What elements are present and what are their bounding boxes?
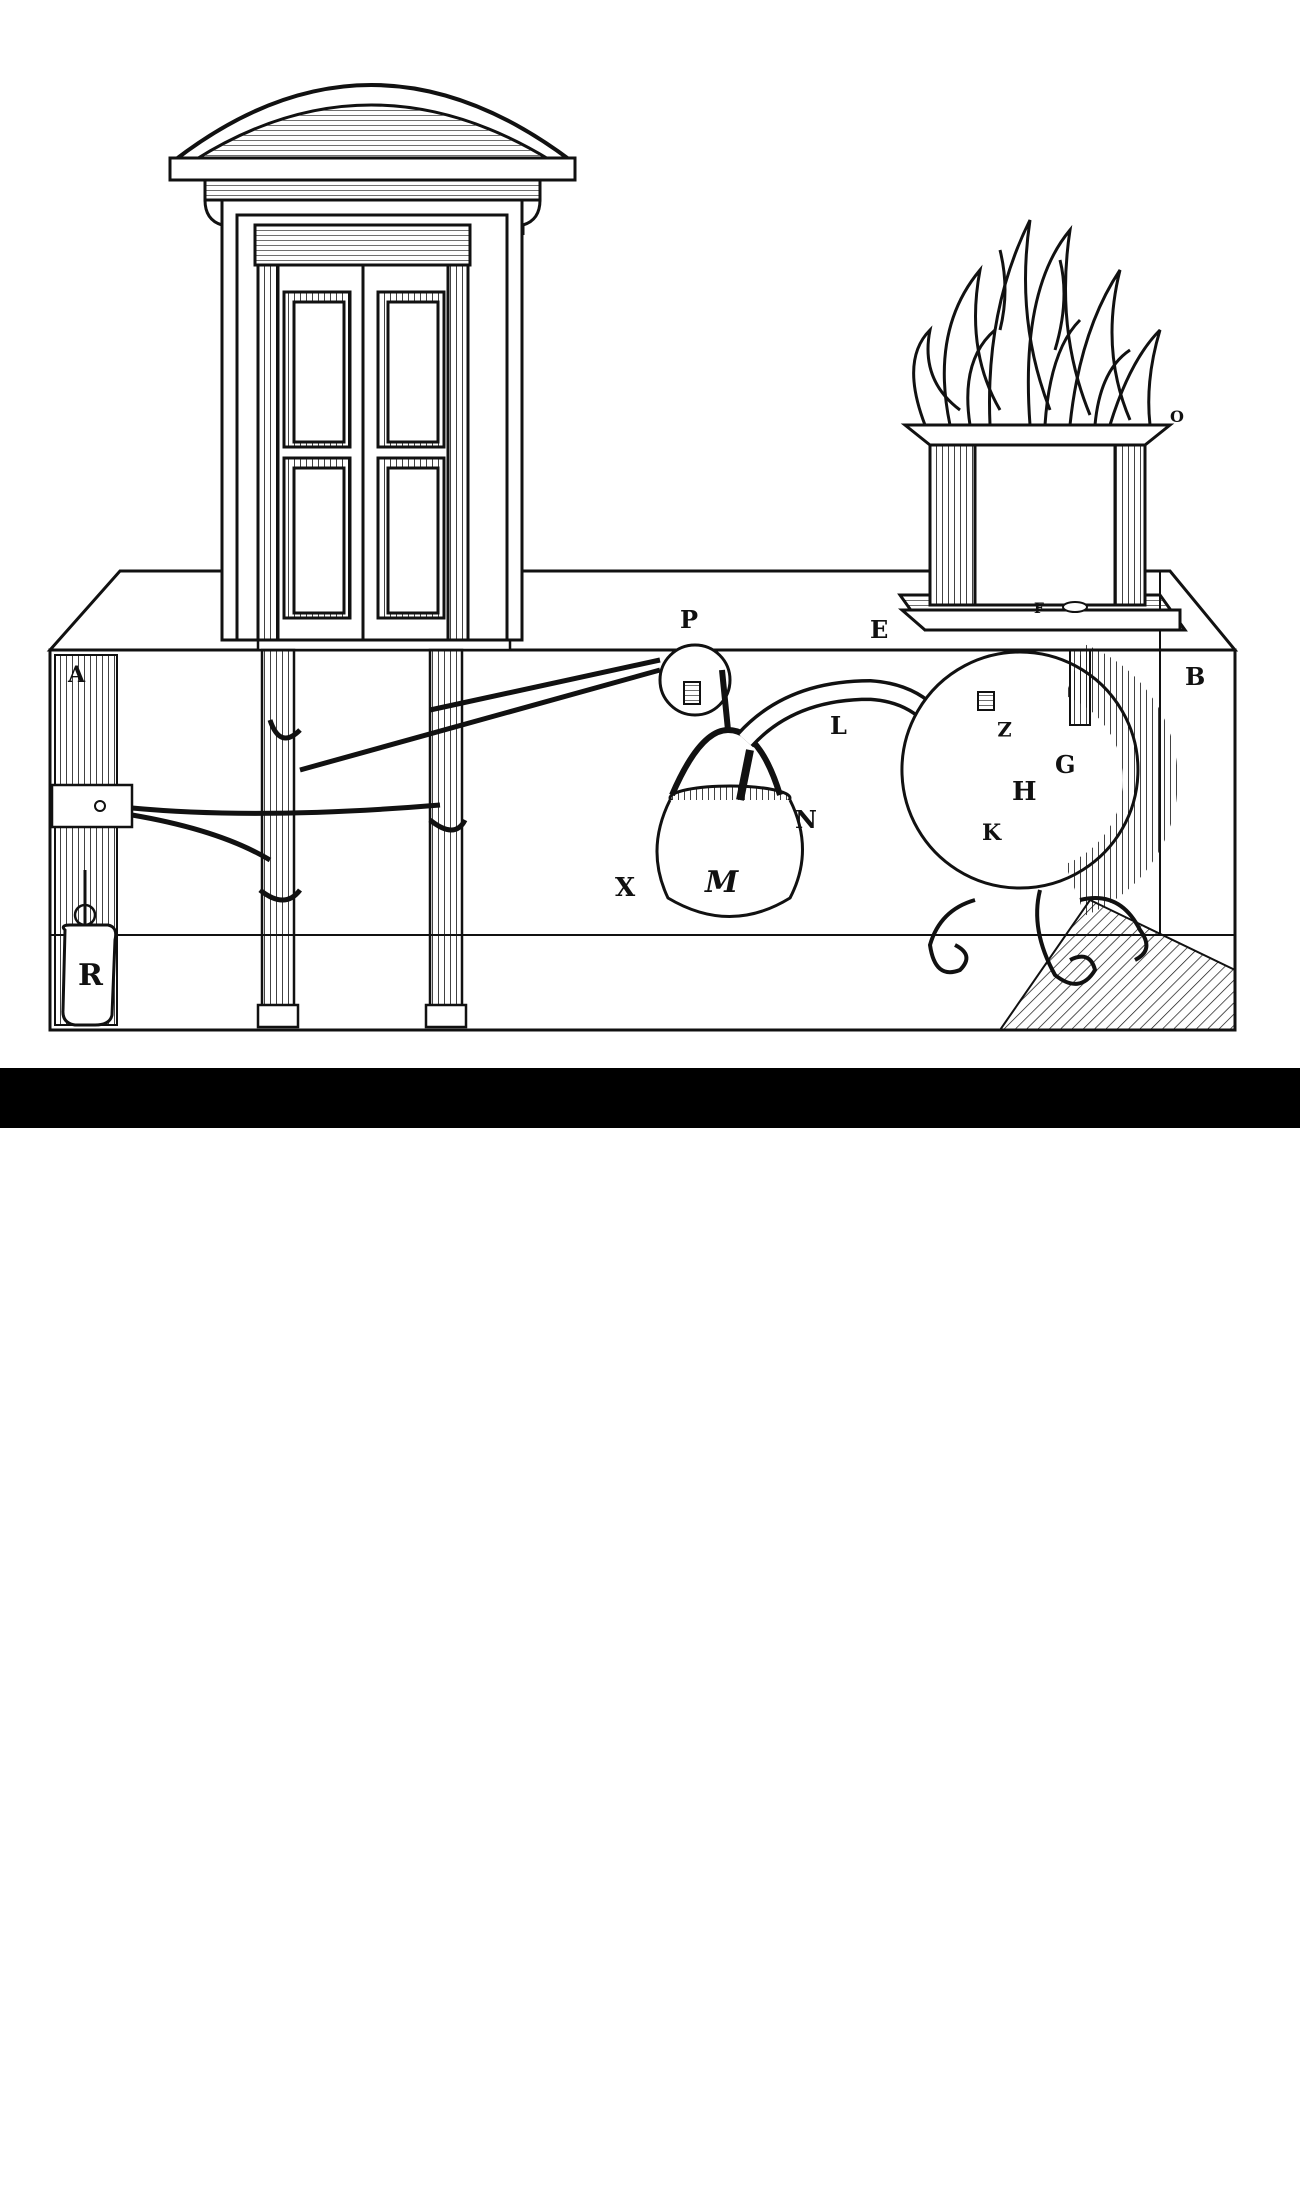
footer-bar: alamy www.alamy.com · 2ADNJW5 — [0, 1068, 1300, 2190]
label-p: P — [680, 605, 698, 634]
label-b: B — [1185, 662, 1205, 691]
image-id-text: www.alamy.com · 2ADNJW5 — [947, 2158, 1278, 2188]
label-a: A — [67, 662, 86, 688]
label-x: X — [615, 873, 636, 903]
label-o: O — [1170, 407, 1184, 426]
ropes — [131, 657, 661, 903]
temple-door-mechanism-diagram: A B E F G H K L M N O P R X Z — [46, 83, 1239, 1032]
pulley-p — [658, 643, 732, 731]
label-f: F — [1034, 601, 1044, 617]
altar — [897, 423, 1188, 632]
label-h: H — [1012, 777, 1037, 807]
floor-slab — [998, 898, 1236, 1031]
label-g: G — [1055, 750, 1076, 779]
label-e: E — [870, 615, 888, 644]
diagram-labels: A B E F G H K L M N O P R X Z — [67, 407, 1205, 993]
bucket-m — [655, 726, 804, 918]
sphere-h — [900, 644, 1178, 916]
label-n: N — [795, 805, 817, 834]
label-z: Z — [997, 717, 1012, 741]
weight-r — [61, 870, 118, 1027]
label-m: M — [704, 865, 739, 900]
label-l: L — [830, 711, 847, 740]
temple-door — [168, 83, 577, 642]
brand-watermark[interactable]: alamy — [22, 2154, 118, 2190]
label-k: K — [982, 820, 1002, 846]
altar-fire — [912, 219, 1162, 426]
label-r: R — [78, 958, 104, 993]
